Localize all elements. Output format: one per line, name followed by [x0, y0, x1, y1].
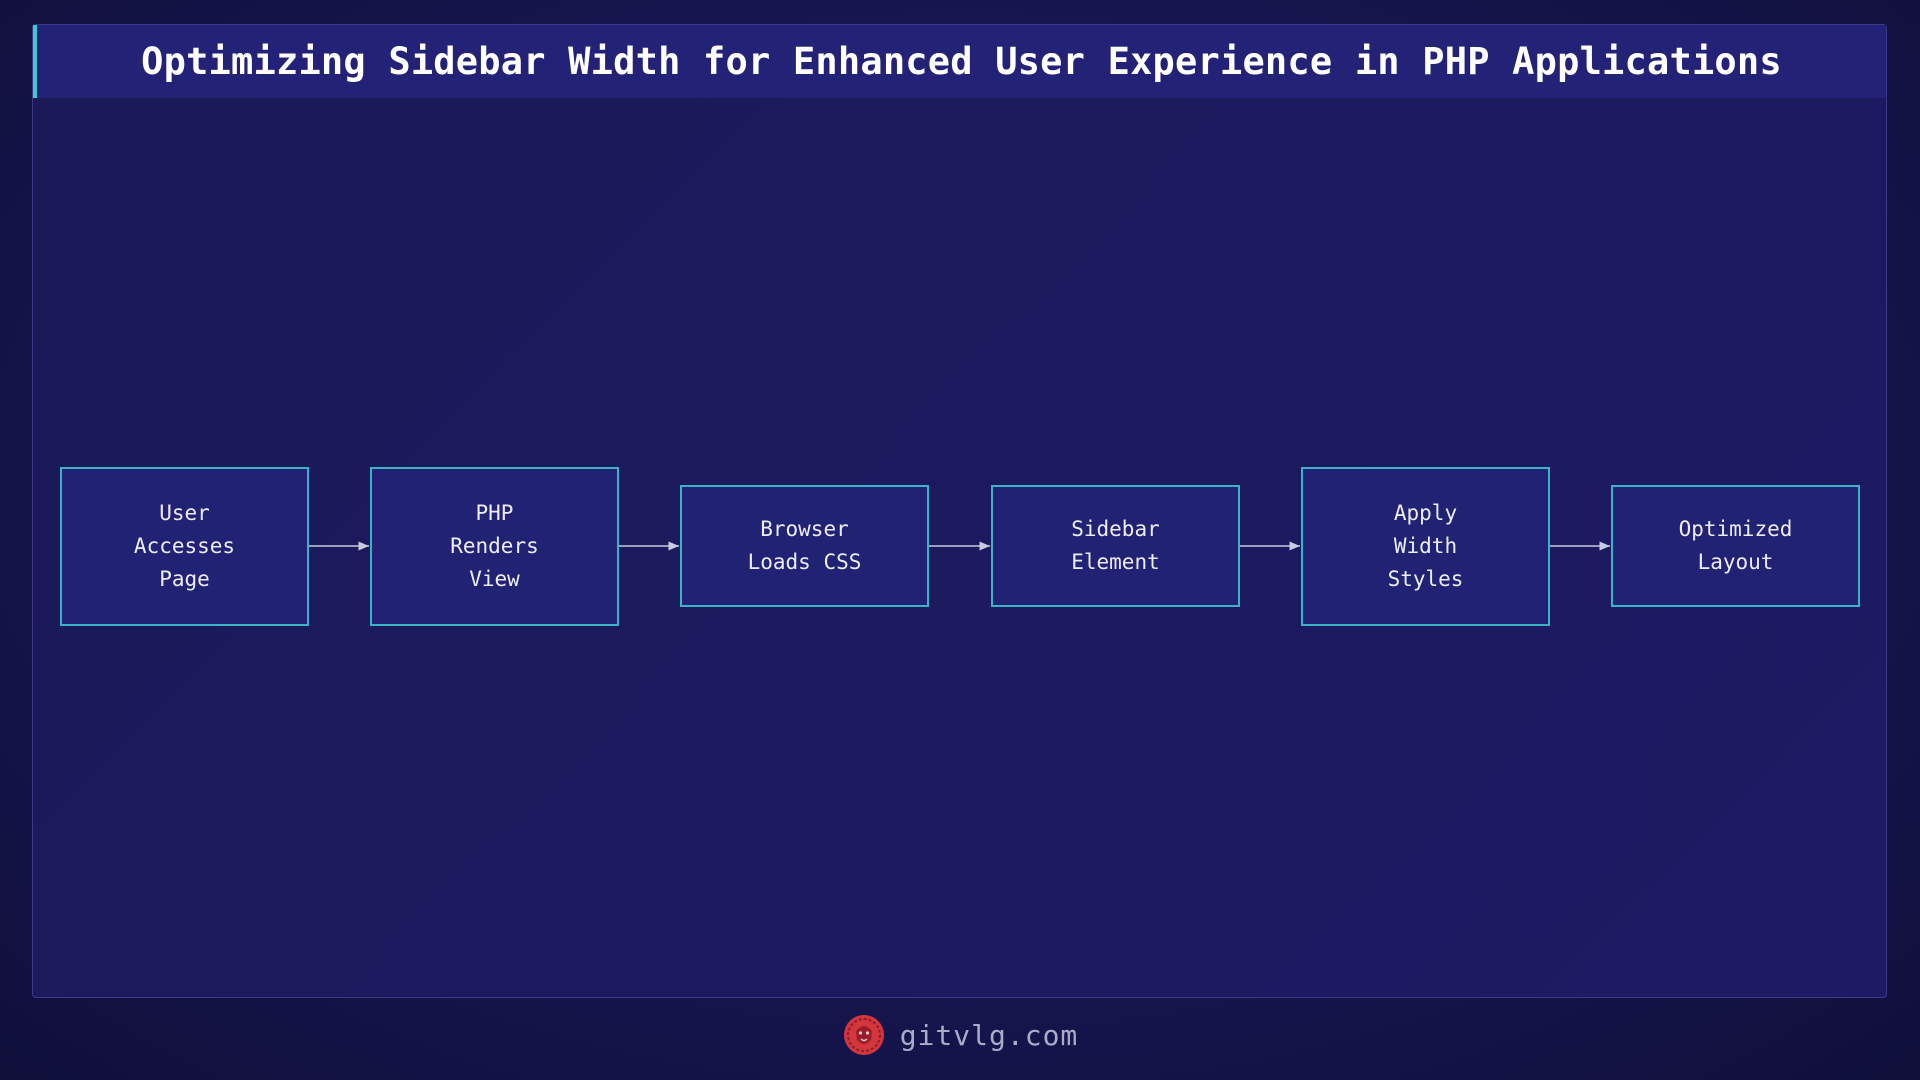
diagram-panel: Optimizing Sidebar Width for Enhanced Us… — [32, 24, 1887, 998]
flow-node-apply-width-styles: Apply Width Styles — [1301, 467, 1550, 626]
title-bar: Optimizing Sidebar Width for Enhanced Us… — [33, 25, 1886, 98]
node-label: Sidebar Element — [1071, 517, 1160, 574]
node-label: Optimized Layout — [1678, 517, 1793, 574]
site-url[interactable]: gitvlg.com — [899, 1018, 1079, 1052]
flow-node-user-accesses-page: User Accesses Page — [60, 467, 309, 626]
lion-head-icon — [843, 1015, 884, 1055]
flow-node-optimized-layout: Optimized Layout — [1611, 485, 1860, 607]
node-label: PHP Renders View — [450, 501, 539, 591]
page-title: Optimizing Sidebar Width for Enhanced Us… — [141, 40, 1782, 83]
footer: gitvlg.com — [0, 1010, 1920, 1060]
flow-node-php-renders-view: PHP Renders View — [370, 467, 619, 626]
node-label: Apply Width Styles — [1387, 501, 1464, 591]
flow-node-browser-loads-css: Browser Loads CSS — [680, 485, 929, 607]
flow-node-sidebar-element: Sidebar Element — [991, 485, 1240, 607]
node-label: User Accesses Page — [133, 501, 236, 591]
node-label: Browser Loads CSS — [747, 517, 862, 574]
